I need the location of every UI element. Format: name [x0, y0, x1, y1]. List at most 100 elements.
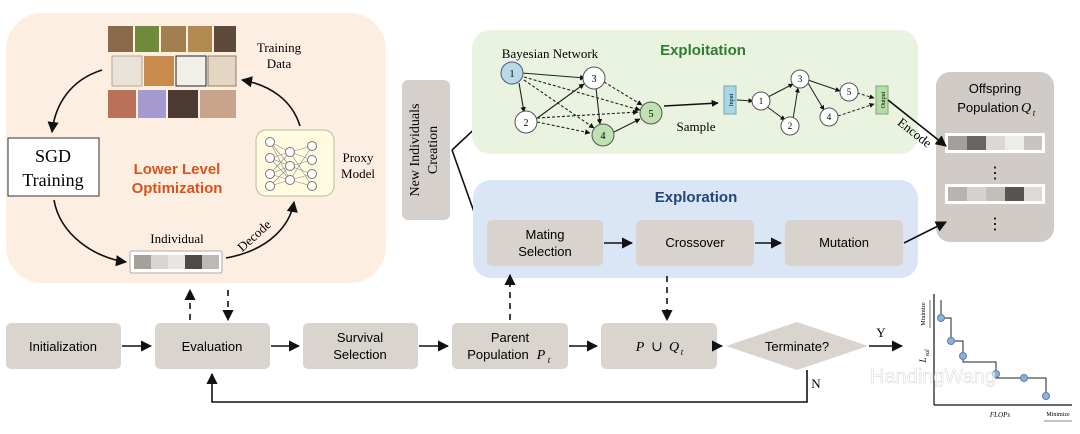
parent-line1: Parent — [491, 330, 530, 345]
evaluation-box — [155, 323, 270, 369]
proxy-label-line2: Model — [341, 166, 375, 181]
sn-node-2-label: 2 — [788, 121, 793, 131]
bn-node-3-label: 3 — [592, 74, 597, 85]
bn-node-2 — [514, 110, 538, 134]
yes-label: Y — [876, 325, 886, 340]
sn-node-5 — [839, 82, 859, 102]
exploitation-title: Exploitation — [660, 42, 746, 59]
mating-selection-box — [487, 220, 603, 266]
bn-node-5 — [639, 101, 663, 125]
offspring-encoding-2 — [945, 184, 1045, 204]
bn-node-4 — [591, 123, 615, 147]
pareto-plot: L val Minimize FLOPs Minimize — [918, 294, 1072, 422]
terminate-label: Terminate? — [765, 339, 829, 354]
bn-node-5-label: 5 — [649, 109, 654, 120]
pareto-x-minimize: Minimize — [1046, 412, 1070, 418]
exploration-panel: Exploration Mating Selection Crossover M… — [473, 180, 918, 278]
bn-node-2-label: 2 — [524, 118, 529, 129]
offspring-dots-2: ⋮ — [987, 216, 1003, 233]
parent-p-subscript: t — [548, 355, 551, 365]
sn-node-3 — [790, 69, 810, 89]
bn-right-nodes — [751, 69, 859, 136]
arrow-sgd-to-individual — [53, 199, 128, 267]
output-label: Output — [881, 91, 887, 108]
evaluation-label: Evaluation — [182, 339, 243, 354]
lower-level-panel: Training Data SGD Training Lower Level O… — [6, 13, 386, 283]
bn-left-nodes: 1 2 3 4 5 — [500, 61, 663, 147]
lower-level-title-line1: Lower Level — [134, 161, 221, 178]
offspring-title: Offspring — [969, 81, 1022, 96]
new-individuals-line2: Creation — [426, 126, 441, 174]
initialization-box — [6, 323, 121, 369]
arrow-proxy-to-data — [240, 76, 301, 127]
pareto-x-label: FLOPs — [989, 411, 1011, 419]
new-individuals-line1: New Individuals — [408, 104, 423, 197]
arrow-data-to-sgd — [47, 69, 103, 134]
crossover-label: Crossover — [665, 235, 725, 250]
sample-label: Sample — [677, 119, 716, 134]
offspring-dots-1: ⋮ — [987, 165, 1003, 182]
new-individuals-box — [402, 80, 450, 220]
sgd-label-line1: SGD — [35, 146, 71, 166]
pareto-y-subscript: val — [925, 349, 931, 357]
individual-label: Individual — [150, 231, 204, 246]
union-box — [601, 323, 717, 369]
exploitation-panel: Exploitation Bayesian Network 1 2 3 4 5 — [472, 30, 918, 154]
terminate-diamond — [726, 322, 868, 370]
watermark: HandingWang — [846, 365, 996, 388]
training-data-label-line1: Training — [257, 40, 302, 55]
mutation-box — [785, 220, 903, 266]
sn-node-2 — [780, 116, 800, 136]
main-pipeline: Initialization Evaluation Survival Selec… — [6, 273, 904, 403]
exploration-title: Exploration — [655, 189, 738, 206]
proxy-model-icon — [255, 129, 335, 197]
crossover-box — [636, 220, 754, 266]
initialization-label: Initialization — [29, 339, 97, 354]
offspring-population: Population — [957, 100, 1018, 115]
arrow-mutation-offspring — [903, 221, 948, 244]
training-data-images — [108, 26, 237, 118]
arrow-individual-to-proxy — [225, 200, 298, 259]
bayesian-network-label: Bayesian Network — [502, 46, 599, 61]
lower-level-title-line2: Optimization — [132, 180, 223, 197]
bn-node-4-label: 4 — [601, 131, 606, 142]
watermark-text: HandingWang — [870, 366, 996, 388]
mating-line1: Mating — [525, 227, 564, 242]
sgd-training-box — [7, 137, 100, 197]
offspring-q-symbol: Q — [1021, 101, 1031, 116]
parent-population-box — [452, 323, 568, 369]
arrow-encode — [887, 99, 947, 147]
arrow-no-loop — [206, 370, 808, 403]
sn-node-5-label: 5 — [847, 87, 852, 97]
union-subscript: t — [681, 347, 684, 357]
mating-line2: Selection — [518, 244, 571, 259]
offspring-q-subscript: t — [1033, 108, 1036, 118]
survival-line1: Survival — [337, 330, 383, 345]
offspring-encoding-1 — [945, 133, 1045, 153]
input-label: Input — [729, 93, 735, 106]
input-block — [723, 85, 737, 115]
survival-line2: Selection — [333, 347, 386, 362]
union-p: P — [635, 340, 645, 355]
no-label: N — [811, 376, 821, 391]
proxy-label-line1: Proxy — [342, 150, 374, 165]
training-data-label-line2: Data — [267, 56, 292, 71]
union-q: Q — [669, 340, 679, 355]
sgd-label-line2: Training — [22, 170, 83, 190]
union-operator: ∪ — [651, 340, 663, 355]
parent-p-symbol: P — [536, 348, 546, 363]
bn-node-3 — [582, 66, 606, 90]
pareto-points — [937, 314, 1050, 400]
mutation-label: Mutation — [819, 235, 869, 250]
pareto-y-label: L — [918, 357, 928, 363]
sn-node-4-label: 4 — [827, 112, 832, 122]
sn-node-1 — [751, 91, 771, 111]
sn-node-4 — [819, 107, 839, 127]
bn-node-1 — [500, 61, 524, 85]
pareto-y-minimize: Minimize — [921, 302, 927, 326]
survival-selection-box — [303, 323, 418, 369]
parent-line2: Population — [467, 347, 528, 362]
arrow-sample — [663, 99, 719, 107]
